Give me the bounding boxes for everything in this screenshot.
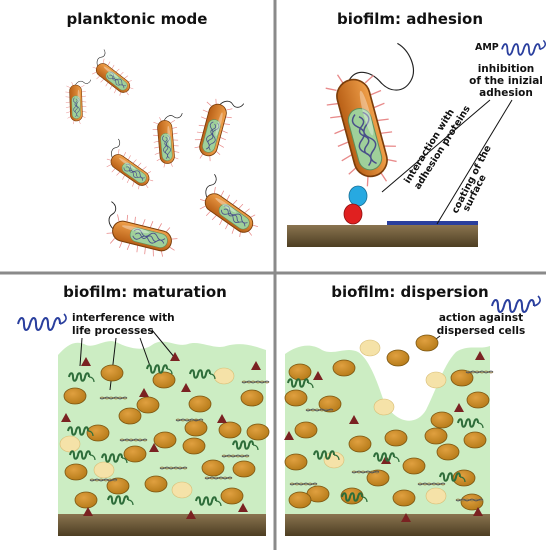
pointer-line	[381, 99, 491, 193]
amp-coating-layer	[387, 221, 478, 225]
panel-maturation: biofilm: maturation interference with li…	[17, 283, 270, 536]
action-label-line1: action against	[439, 312, 523, 324]
panel-title-planktonic: planktonic mode	[67, 10, 208, 28]
action-label-line2: dispersed cells	[437, 325, 526, 337]
adhesion-protein-blue	[348, 185, 368, 207]
bacterium-rod	[64, 79, 92, 125]
bacterium-rod	[193, 173, 265, 245]
surface	[58, 514, 266, 536]
amp-helix-icon	[17, 313, 68, 331]
pointer-line	[139, 337, 151, 367]
pointer-line	[151, 329, 176, 359]
pointer-line	[79, 337, 83, 367]
inhibition-label-line1: inhibition	[478, 63, 535, 75]
adhesion-protein-red	[343, 203, 363, 225]
bacterium-rod	[190, 95, 245, 165]
bacterium-rod	[87, 49, 139, 102]
surface	[287, 225, 478, 247]
panel-adhesion: biofilm: adhesion AMP inhibition of the …	[287, 10, 546, 247]
biofilm-matrix	[285, 345, 490, 516]
inhibition-label-line2: of the inizial	[469, 75, 543, 87]
interference-label-line1: interference with	[72, 312, 175, 324]
panel-title-adhesion: biofilm: adhesion	[337, 10, 483, 28]
panel-dispersion: biofilm: dispersion action against dispe…	[284, 283, 542, 536]
attached-bacterium	[319, 42, 414, 192]
panel-title-dispersion: biofilm: dispersion	[331, 283, 488, 301]
amp-helix-icon	[501, 39, 546, 56]
pointer-line	[436, 99, 513, 225]
inhibition-label-line3: adhesion	[479, 87, 533, 99]
panel-title-maturation: biofilm: maturation	[63, 283, 227, 301]
panel-planktonic: planktonic mode	[64, 10, 265, 262]
bacterium-rod	[101, 138, 159, 195]
interference-label-line2: life processes	[72, 325, 154, 337]
amp-label: AMP	[475, 42, 499, 53]
amp-helix-icon	[491, 295, 542, 313]
surface	[285, 514, 490, 536]
bacterium-rod	[103, 201, 181, 262]
bacterium-rod	[151, 112, 184, 169]
